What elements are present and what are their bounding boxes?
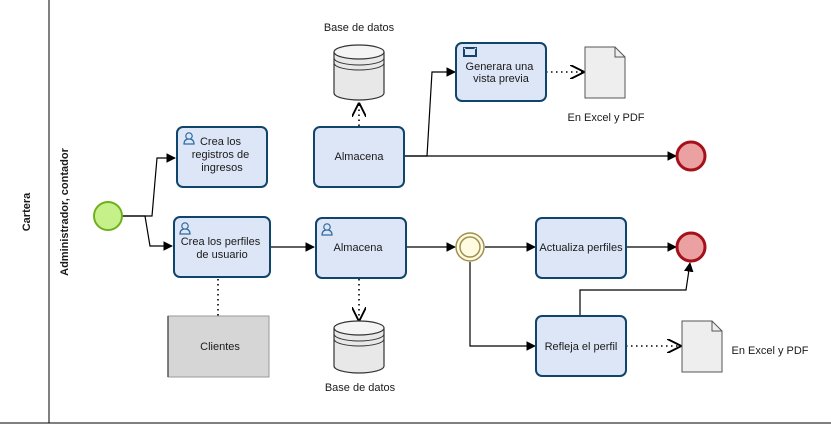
task-crea-registros[interactable]: Crea los registros de ingresos [176, 126, 268, 188]
svg-text:Crea los perfiles de usu: Crea los perfiles de usuario [181, 236, 264, 261]
lane-label: Administrador, contador [59, 147, 71, 275]
envelope-icon [463, 47, 477, 57]
task-almacena-top[interactable]: Almacena [313, 126, 405, 188]
task-label-line: de usuario [196, 249, 247, 261]
svg-text:Generara una vista previ: Generara una vista previa [466, 61, 537, 85]
task-label-line: ingresos [201, 162, 243, 174]
document-label: En Excel y PDF [731, 345, 808, 357]
task-label-line: Almacena [334, 242, 384, 254]
svg-text:Crea los registros de: Crea los registros de ingresos [192, 136, 253, 174]
document-bottom[interactable] [681, 320, 723, 373]
task-label-line: Crea los perfiles [181, 236, 261, 248]
external-clientes[interactable]: Clientes [167, 315, 270, 378]
task-label-line: vista previa [473, 73, 530, 85]
flow-refleja-to-end [579, 262, 694, 316]
document-top[interactable] [584, 46, 626, 99]
user-icon [321, 223, 333, 236]
associations [217, 72, 680, 346]
svg-text:Refleja el perfil: Refleja el perfil [545, 341, 618, 353]
document-label: En Excel y PDF [567, 112, 644, 124]
task-label-line: registros de [192, 149, 249, 161]
data-store-top[interactable] [333, 44, 385, 101]
data-store-label: Base de datos [325, 382, 396, 394]
data-store-label: Base de datos [324, 22, 395, 34]
task-label-line: Generara una [466, 61, 535, 73]
task-label-line: Refleja el perfil [545, 341, 618, 353]
flow-gateway-to-refleja [469, 262, 536, 351]
end-event-bottom[interactable] [675, 231, 707, 263]
task-actualiza-perfiles[interactable]: Actualiza perfiles [535, 217, 627, 279]
task-label-line: Actualiza perfiles [539, 242, 623, 254]
task-label-line: Crea los [200, 136, 241, 148]
svg-text:Actualiza perfiles: Actualiza perfiles [539, 242, 623, 254]
sequence-flows [122, 67, 694, 351]
data-store-bottom[interactable] [333, 320, 385, 374]
user-icon [183, 132, 195, 145]
task-almacena-bottom[interactable]: Almacena [315, 217, 407, 279]
end-event-top[interactable] [675, 140, 707, 172]
flow-start-to-registros [122, 153, 176, 217]
flow-start-to-perfiles [122, 215, 173, 251]
task-crea-perfiles[interactable]: Crea los perfiles de usuario [173, 216, 271, 278]
task-generar-vista[interactable]: Generara una vista previa [455, 42, 547, 102]
external-label: Clientes [200, 341, 240, 353]
user-icon [179, 222, 191, 235]
svg-text:Almacena: Almacena [334, 242, 384, 254]
flow-almacena-to-vista [404, 67, 456, 157]
task-refleja-perfil[interactable]: Refleja el perfil [535, 315, 627, 377]
intermediate-event[interactable] [455, 232, 485, 262]
task-label-line: Almacena [335, 151, 385, 163]
pool-label: Cartera [21, 192, 33, 231]
start-event[interactable] [93, 201, 123, 231]
svg-text:Almacena: Almacena [335, 151, 385, 163]
